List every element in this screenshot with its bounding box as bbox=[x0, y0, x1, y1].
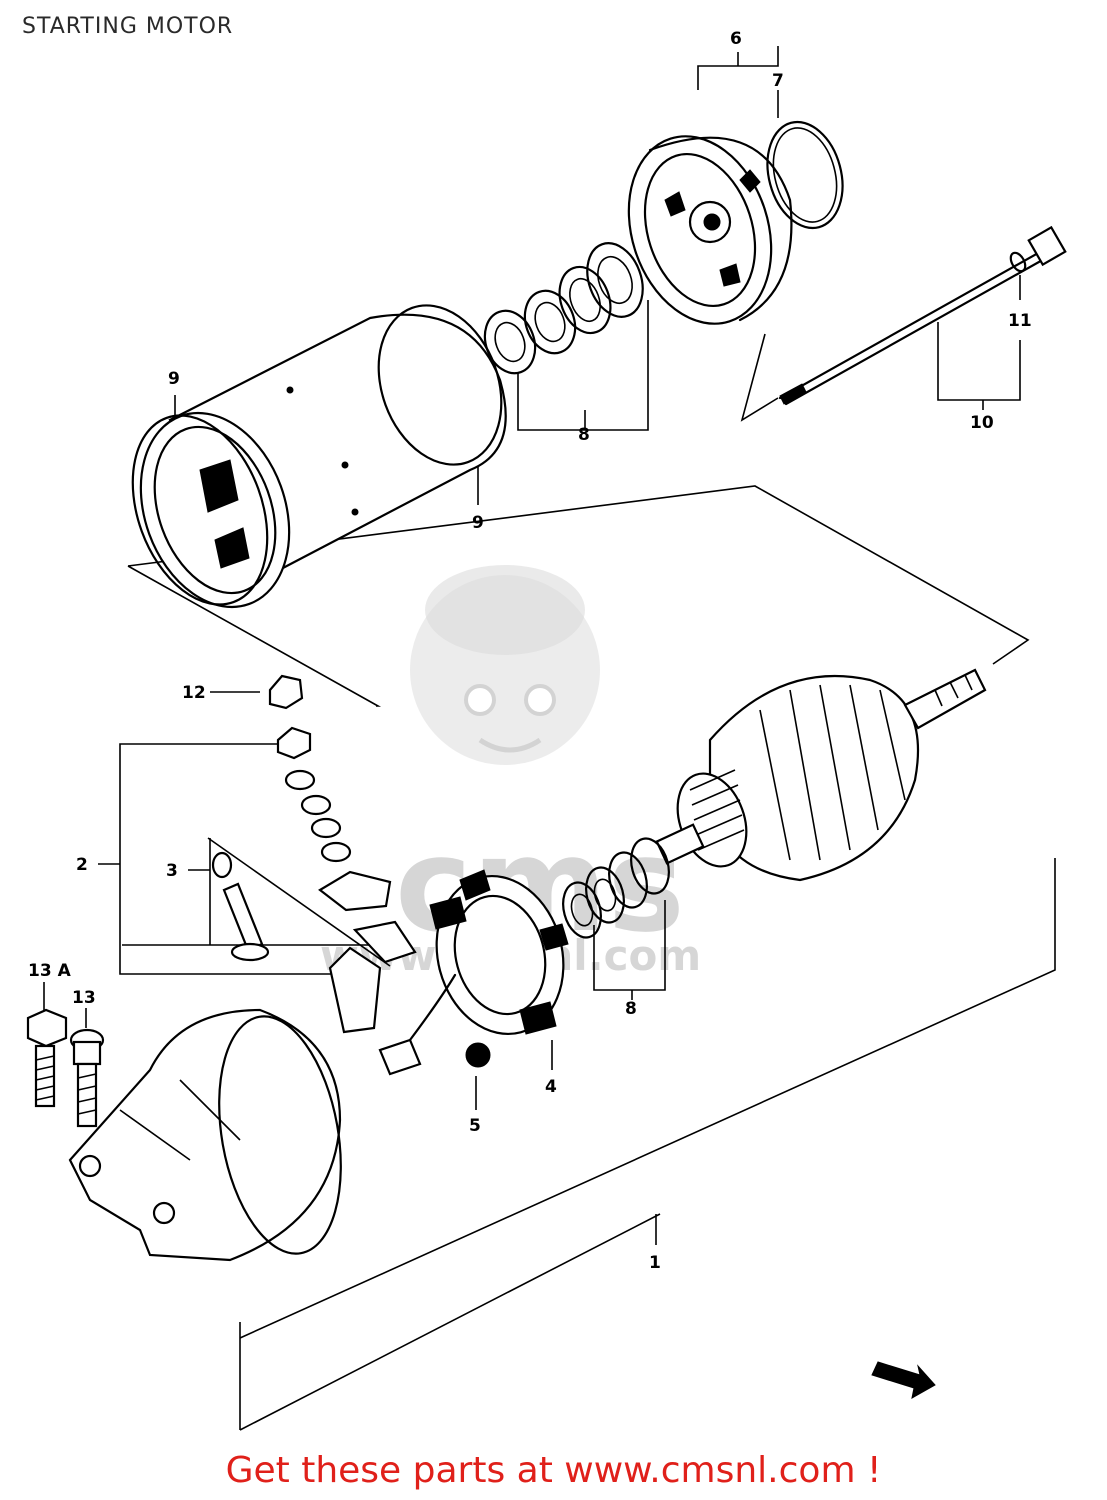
callout-5: 5 bbox=[469, 1116, 481, 1136]
o-ring bbox=[766, 120, 844, 230]
housing-o-ring-left bbox=[131, 414, 269, 606]
callout-6: 6 bbox=[730, 29, 742, 49]
callout-11: 11 bbox=[1008, 311, 1032, 331]
callout-9-left: 9 bbox=[168, 369, 180, 389]
callout-1: 1 bbox=[649, 1253, 661, 1273]
washer-set-lower bbox=[562, 837, 670, 939]
exploded-parts-diagram: cms www.cmsnl.com bbox=[26, 29, 1067, 1431]
armature bbox=[655, 668, 987, 882]
yoke-housing bbox=[139, 304, 507, 609]
leader-lines bbox=[43, 46, 1056, 1431]
terminal-bolt bbox=[211, 851, 270, 962]
callout-7: 7 bbox=[772, 71, 784, 91]
callout-4: 4 bbox=[545, 1077, 557, 1097]
callout-3: 3 bbox=[166, 861, 178, 881]
callout-13: 13 bbox=[72, 988, 96, 1008]
footer-parts-link[interactable]: Get these parts at www.cmsnl.com ! bbox=[225, 1450, 882, 1491]
front-housing bbox=[68, 1008, 342, 1262]
page-title: STARTING MOTOR bbox=[22, 14, 234, 39]
callout-8-lower: 8 bbox=[625, 999, 637, 1019]
through-bolt bbox=[778, 225, 1067, 406]
mounting-bolt-13 bbox=[69, 1028, 105, 1128]
mounting-bolt-13a bbox=[26, 1008, 68, 1108]
callout-12: 12 bbox=[182, 683, 206, 703]
rear-end-cover bbox=[627, 135, 793, 325]
terminal-stack bbox=[268, 674, 422, 1076]
brush-holder bbox=[408, 869, 569, 1068]
washer-set-upper bbox=[483, 242, 644, 375]
callout-2: 2 bbox=[76, 855, 88, 875]
forward-arrow-icon bbox=[871, 1361, 936, 1399]
callout-8-upper: 8 bbox=[578, 425, 590, 445]
callout-10: 10 bbox=[970, 413, 994, 433]
callout-13a: 13 A bbox=[28, 961, 72, 981]
callout-9-bottom: 9 bbox=[472, 513, 484, 533]
